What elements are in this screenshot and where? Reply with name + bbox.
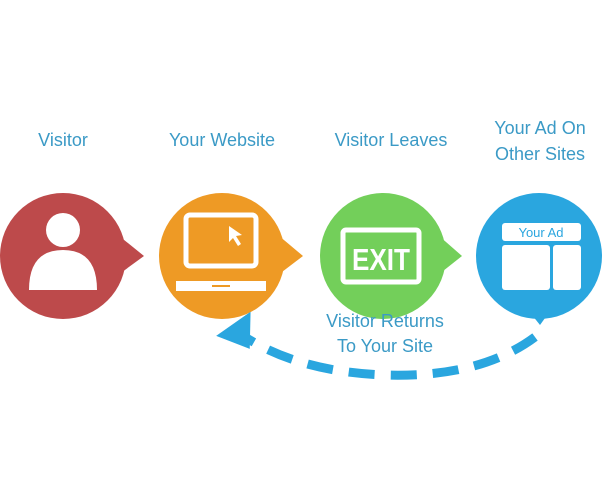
arrowhead-icon bbox=[216, 311, 251, 349]
return-arrow bbox=[216, 311, 538, 380]
website-bubble bbox=[159, 193, 303, 319]
svg-text:EXIT: EXIT bbox=[352, 242, 410, 277]
step-label-ad-line1: Your Ad On bbox=[494, 118, 585, 138]
ad-layout-icon: Your Ad bbox=[502, 223, 581, 290]
visitor-leaves-bubble: EXIT bbox=[320, 193, 462, 319]
laptop-icon bbox=[176, 212, 266, 291]
user-icon bbox=[29, 213, 97, 290]
step-label-ad-line2: Other Sites bbox=[495, 144, 585, 164]
step-label-website: Your Website bbox=[169, 130, 275, 150]
return-label-line1: Visitor Returns bbox=[326, 311, 444, 331]
exit-sign-icon: EXIT bbox=[340, 227, 422, 285]
svg-text:Your Ad: Your Ad bbox=[518, 225, 563, 240]
visitor-bubble bbox=[0, 193, 144, 319]
step-label-visitor: Visitor bbox=[38, 130, 88, 150]
step-label-leaves: Visitor Leaves bbox=[335, 130, 448, 150]
return-label-line2: To Your Site bbox=[337, 336, 433, 356]
ad-bubble: Your Ad bbox=[476, 193, 602, 325]
cursor-icon bbox=[229, 226, 242, 246]
